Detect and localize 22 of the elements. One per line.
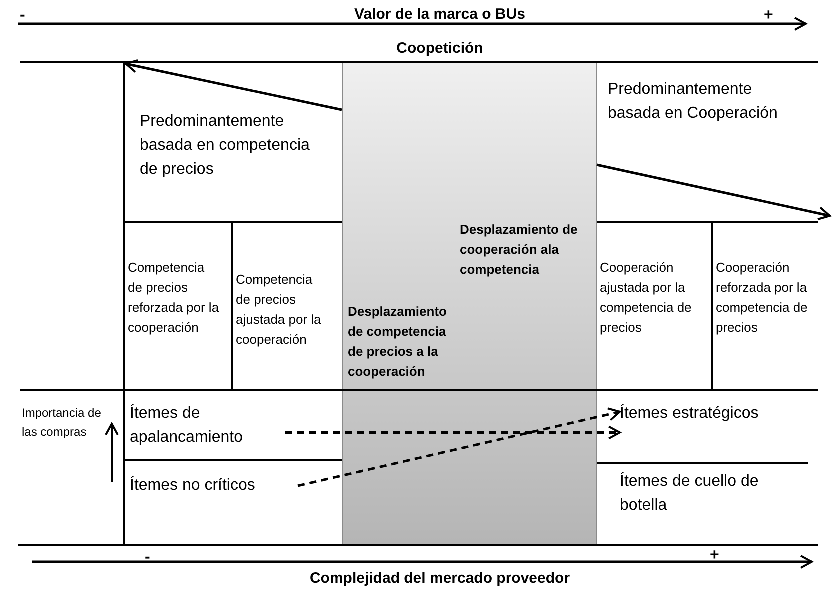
cell-text: Cooperación reforzada por la competencia de precios: [716, 258, 816, 338]
axis-label: Complejidad del mercado proveedor: [308, 569, 572, 589]
cell-text: Desplazamiento de cooperación ala competencia: [460, 220, 582, 280]
axis-label: Coopetición: [396, 39, 484, 59]
cell-text: Competencia de precios reforzada por la cooperación: [128, 258, 220, 338]
axis-label: -: [20, 6, 26, 26]
cell-text: Ítemes de cuello de botella: [620, 470, 810, 518]
arrow: [285, 426, 621, 440]
axis-label: +: [764, 6, 774, 26]
cell-text: Ítemes no críticos: [130, 474, 298, 498]
cell-text: Ítemes de apalancamiento: [130, 402, 285, 450]
axis-label: Valor de la marca o BUs: [354, 5, 526, 25]
cell-text: Competencia de precios ajustada por la cooperación: [236, 270, 326, 350]
cell-text: Predominantemente basada en Cooperación: [608, 78, 788, 126]
cell-text: Predominantemente basada en competencia de precios: [140, 110, 318, 182]
axis-label: -: [145, 548, 152, 568]
cell-text: Ítemes estratégicos: [620, 402, 810, 442]
axis-label: +: [710, 546, 720, 566]
axis-label: Importancia de las compras: [22, 405, 102, 441]
cell-text: Desplazamiento de competencia de precios a la cooperación: [348, 302, 460, 382]
cell-text: Cooperación ajustada por la competencia de precios: [600, 258, 705, 338]
arrow: [298, 408, 621, 488]
